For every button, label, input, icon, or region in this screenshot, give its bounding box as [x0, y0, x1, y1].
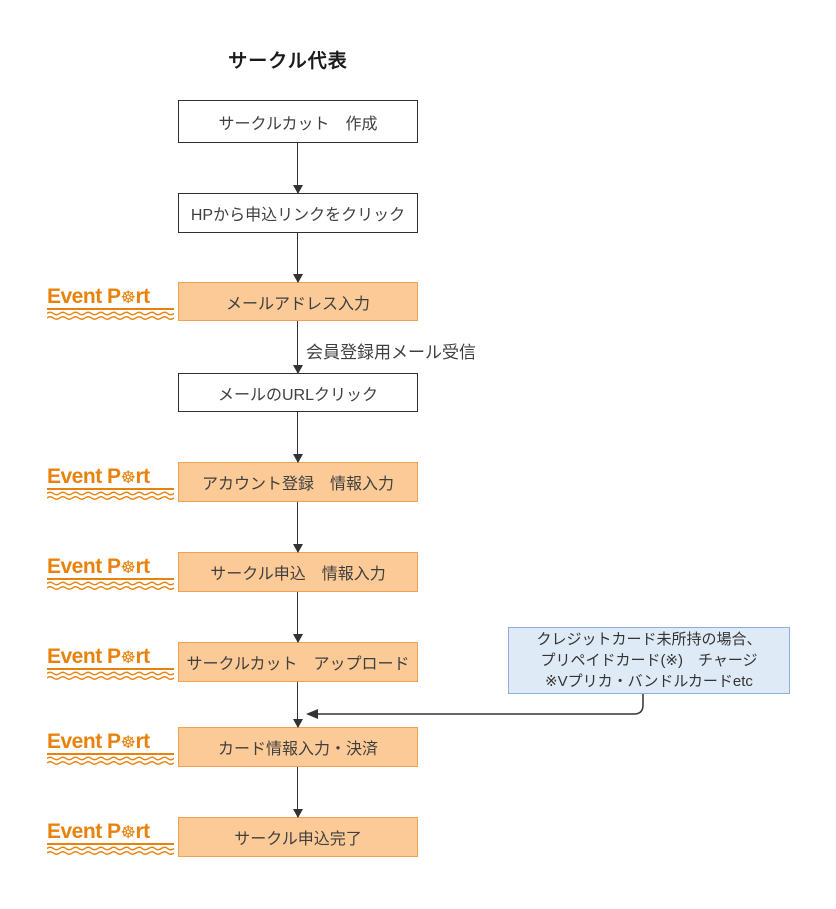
flow-arrow-8 [292, 767, 303, 818]
ship-wheel-icon: ☸ [120, 557, 136, 577]
eventport-logo-text: Event P☸rt [47, 646, 174, 670]
logo-text-post: rt [135, 555, 150, 578]
eventport-logo: Event P☸rt [47, 286, 174, 321]
step-circle-cut-upload: サークルカット アップロード [178, 642, 418, 682]
wave-lines-icon [47, 846, 174, 855]
eventport-logo-text: Event P☸rt [47, 466, 174, 490]
flow-arrow-7 [292, 682, 303, 728]
ship-wheel-icon: ☸ [120, 287, 136, 307]
logo-text-post: rt [135, 465, 150, 488]
eventport-logo-text: Event P☸rt [47, 821, 174, 845]
ship-wheel-icon: ☸ [120, 822, 136, 842]
ship-wheel-icon: ☸ [120, 467, 136, 487]
diagram-title: サークル代表 [228, 51, 348, 72]
step-card-payment: カード情報入力・決済 [178, 727, 418, 767]
eventport-logo-text: Event P☸rt [47, 731, 174, 755]
eventport-logo: Event P☸rt [47, 646, 174, 681]
step-apply-complete: サークル申込完了 [178, 817, 418, 857]
step-email-input: メールアドレス入力 [178, 282, 418, 321]
eventport-logo-text: Event P☸rt [47, 286, 174, 310]
eventport-logo: Event P☸rt [47, 556, 174, 591]
logo-text-post: rt [135, 820, 150, 843]
arrow-label-mail-received: 会員登録用メール受信 [306, 343, 476, 362]
logo-text-pre: Event P [47, 555, 121, 578]
eventport-logo: Event P☸rt [47, 731, 174, 766]
logo-text-pre: Event P [47, 465, 121, 488]
step-hp-link-click: HPから申込リンクをクリック [178, 193, 418, 233]
step-circle-cut-create: サークルカット 作成 [178, 100, 418, 143]
step-mail-url-click: メールのURLクリック [178, 373, 418, 412]
logo-text-pre: Event P [47, 730, 121, 753]
ship-wheel-icon: ☸ [120, 732, 136, 752]
logo-text-post: rt [135, 645, 150, 668]
note-connector-arrow [306, 694, 644, 719]
step-circle-apply-input: サークル申込 情報入力 [178, 552, 418, 592]
wave-lines-icon [47, 491, 174, 500]
note-line-2: プリペイドカード(※) チャージ [540, 652, 758, 669]
wave-lines-icon [47, 581, 174, 590]
eventport-logo: Event P☸rt [47, 821, 174, 856]
step-account-register: アカウント登録 情報入力 [178, 462, 418, 502]
eventport-logo-text: Event P☸rt [47, 556, 174, 580]
wave-lines-icon [47, 311, 174, 320]
flow-arrow-5 [292, 502, 303, 553]
logo-text-pre: Event P [47, 645, 121, 668]
wave-lines-icon [47, 671, 174, 680]
flow-arrow-3 [292, 321, 303, 374]
wave-lines-icon [47, 756, 174, 765]
logo-text-post: rt [135, 285, 150, 308]
logo-text-post: rt [135, 730, 150, 753]
flow-arrow-2 [292, 233, 303, 283]
note-box: クレジットカード未所持の場合、 プリペイドカード(※) チャージ ※Vプリカ・バ… [508, 627, 790, 694]
note-line-1: クレジットカード未所持の場合、 [536, 631, 762, 648]
ship-wheel-icon: ☸ [120, 647, 136, 667]
flow-arrow-4 [292, 412, 303, 463]
logo-text-pre: Event P [47, 820, 121, 843]
flow-arrow-6 [292, 592, 303, 643]
note-line-3: ※Vプリカ・バンドルカードetc [545, 673, 753, 690]
logo-text-pre: Event P [47, 285, 121, 308]
flow-arrow-1 [292, 143, 303, 194]
eventport-logo: Event P☸rt [47, 466, 174, 501]
